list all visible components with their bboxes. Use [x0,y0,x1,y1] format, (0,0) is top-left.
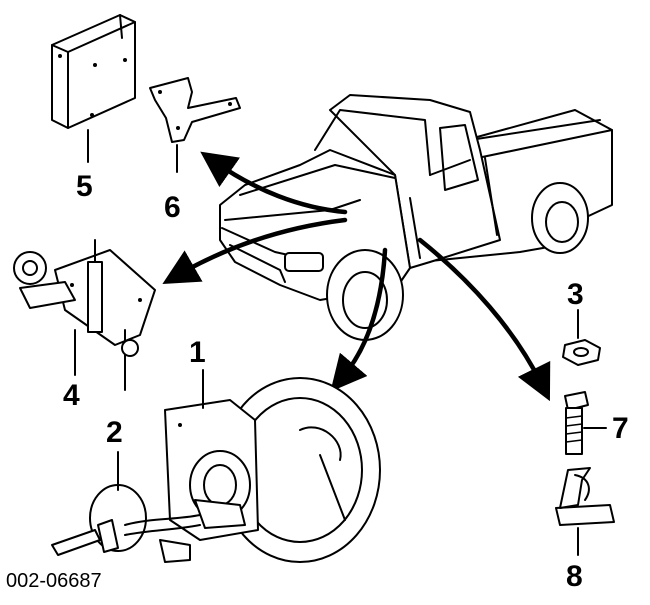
pickup-truck-illustration [219,94,613,341]
callout-2: 2 [106,416,123,449]
part-5-control-module [51,14,136,163]
part-3-nut [562,309,601,366]
part-4-actuator-assembly [13,239,156,391]
callout-6: 6 [164,191,181,224]
callout-7: 7 [612,412,629,445]
callout-8: 8 [566,560,583,593]
part-6-bracket [149,77,241,173]
part-2-vacuum-switch [51,451,201,563]
part-1-brake-booster [164,369,381,563]
figure-id: 002-06687 [6,570,102,592]
callout-3: 3 [567,278,584,311]
part-8-clip-bracket [555,467,615,556]
part-7-stud [564,391,607,455]
callout-5: 5 [76,170,93,203]
callout-1: 1 [189,336,206,369]
callout-4: 4 [63,379,80,412]
location-arrows [162,151,551,402]
